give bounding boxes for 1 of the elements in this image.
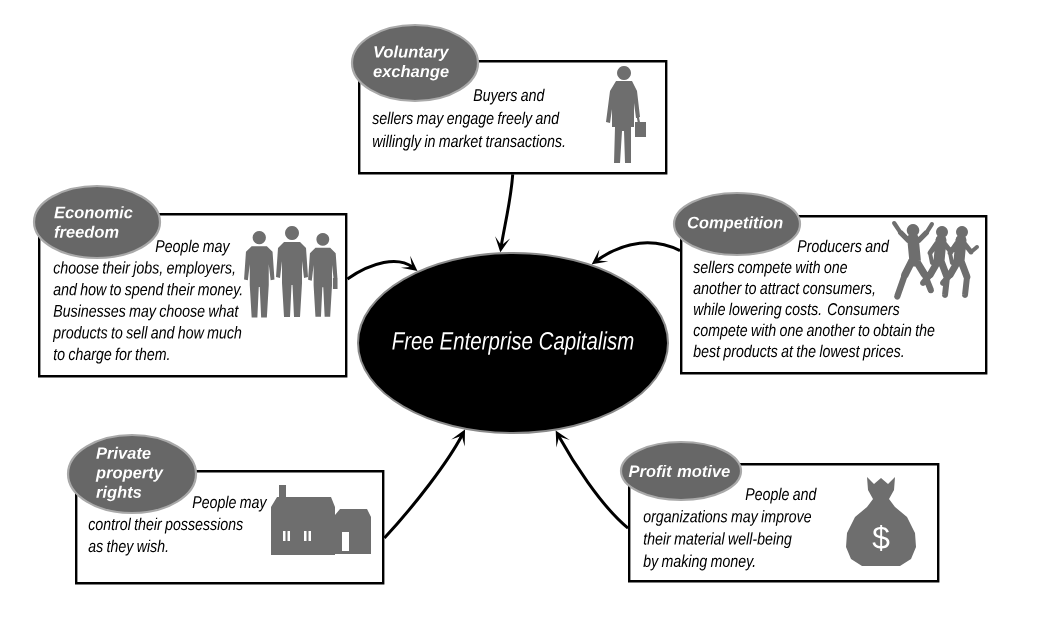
dollar-sign: $ <box>872 525 890 551</box>
